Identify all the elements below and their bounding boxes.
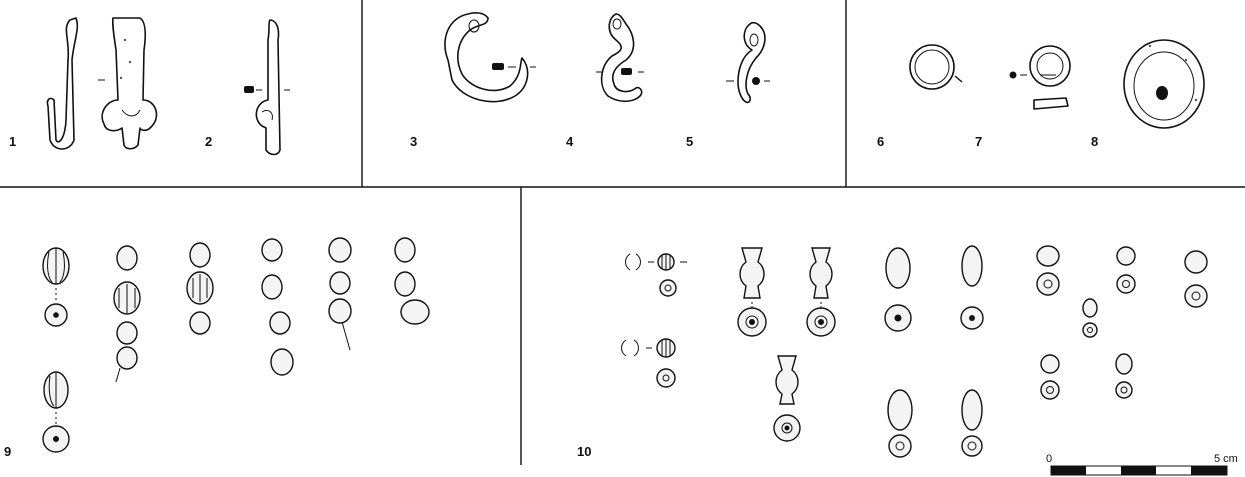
artifact-8-large-ring xyxy=(1123,39,1205,129)
figure-number-3: 3 xyxy=(410,134,417,149)
artifact-3-open-ring xyxy=(444,12,536,103)
scale-start-label: 0 xyxy=(1046,453,1052,465)
figure-number-10: 10 xyxy=(577,444,591,459)
figure-number-9: 9 xyxy=(4,444,11,459)
figure-number-8: 8 xyxy=(1091,134,1098,149)
figure-number-4: 4 xyxy=(566,134,574,149)
panel-dividers xyxy=(0,0,1245,465)
figure-number-5: 5 xyxy=(686,134,693,149)
figure-number-6: 6 xyxy=(877,134,884,149)
artifact-4-s-hook xyxy=(596,13,644,103)
artifact-9-bead-strings xyxy=(42,237,430,453)
scale-end-label: 5 cm xyxy=(1214,453,1238,465)
figure-number-7: 7 xyxy=(975,134,982,149)
figure-numbers: 1 2 3 4 5 6 7 8 9 10 xyxy=(4,134,1098,459)
artifact-5-small-hook xyxy=(726,21,770,104)
artifact-7-ring xyxy=(1009,45,1071,110)
artifact-1-hook xyxy=(46,17,158,150)
artifact-6-ring xyxy=(909,44,963,90)
artifact-2-pin xyxy=(244,19,290,156)
figure-number-2: 2 xyxy=(205,134,212,149)
artifact-10-bead-types xyxy=(621,245,1208,458)
figure-number-1: 1 xyxy=(9,134,16,149)
scale-bar: 0 5 cm xyxy=(1046,453,1238,476)
